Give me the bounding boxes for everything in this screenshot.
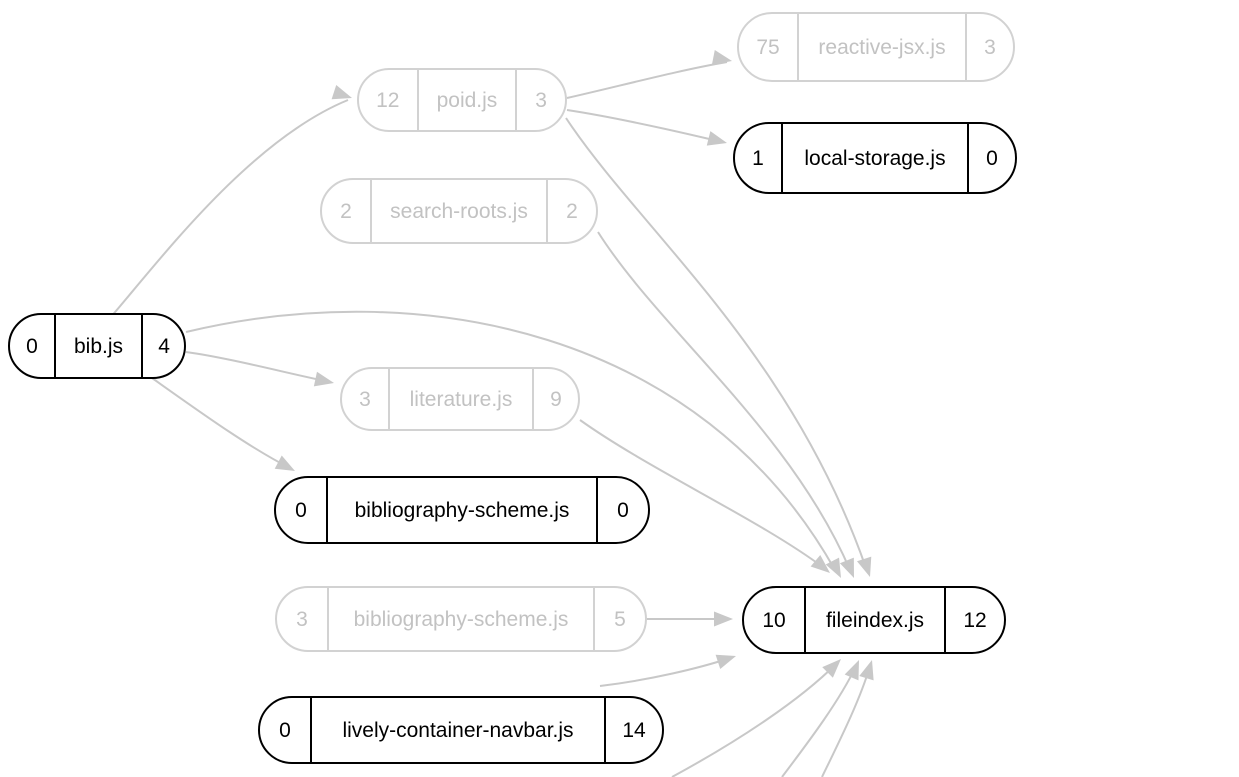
graph-edge: [647, 611, 733, 627]
graph-edge: [185, 310, 841, 578]
graph-edge: [821, 660, 874, 777]
node-outgoing-count: 9: [532, 369, 578, 429]
graph-edge: [566, 50, 732, 99]
node-incoming-count: 12: [376, 88, 400, 112]
node-incoming-count: 75: [756, 35, 780, 59]
edge-arrowhead: [844, 660, 859, 681]
graph-edge: [565, 117, 872, 577]
node-outgoing-count: 2: [546, 180, 596, 242]
node-outgoing-count: 12: [944, 588, 1004, 652]
node-incoming-count: 2: [340, 199, 352, 223]
node-incoming-count: 1: [752, 146, 764, 170]
graph-edge: [599, 654, 736, 687]
graph-edge: [566, 109, 727, 146]
edge-arrowhead: [313, 371, 334, 387]
node-incoming-count: 0: [295, 498, 307, 522]
node-module-label: literature.js: [388, 369, 532, 429]
node-module-label: fileindex.js: [804, 588, 944, 652]
node-module-label: bibliography-scheme.js: [326, 478, 596, 542]
node-module-label: search-roots.js: [370, 180, 546, 242]
edge-arrowhead: [822, 659, 841, 678]
node-module-label: bibliography-scheme.js: [327, 588, 593, 650]
node-incoming-count: 3: [296, 607, 308, 631]
node-outgoing-count: 4: [141, 315, 184, 377]
node-incoming-count: 0: [26, 334, 38, 358]
graph-edge: [781, 660, 859, 777]
node-incoming-count: 0: [279, 718, 291, 742]
node-outgoing-count: 0: [967, 124, 1015, 192]
graph-edge: [671, 659, 841, 777]
edge-arrowhead: [711, 50, 732, 65]
node-module-label: reactive-jsx.js: [797, 14, 965, 80]
graph-edge: [151, 377, 295, 471]
edge-arrowhead: [706, 131, 727, 146]
edge-arrowhead: [825, 557, 841, 578]
node-module-label: poid.js: [416, 70, 516, 130]
edge-arrowhead: [839, 557, 854, 578]
node-module-label: local-storage.js: [781, 124, 967, 192]
node-outgoing-count: 14: [604, 698, 662, 762]
graph-edge: [579, 419, 830, 573]
node-outgoing-count: 3: [965, 14, 1013, 80]
node-outgoing-count: 0: [596, 478, 648, 542]
graph-edge: [597, 231, 854, 578]
edge-arrowhead: [715, 654, 736, 670]
edge-arrowhead: [331, 84, 352, 100]
edge-arrowhead: [856, 556, 872, 577]
graph-edge: [109, 84, 352, 319]
node-module-label: bib.js: [54, 315, 141, 377]
node-incoming-count: 10: [762, 608, 786, 632]
edge-arrowhead: [274, 455, 295, 471]
node-module-label: lively-container-navbar.js: [310, 698, 604, 762]
edge-arrowhead: [714, 611, 733, 627]
graph-edge: [185, 351, 334, 387]
edge-arrowhead: [859, 660, 874, 681]
edge-arrowhead: [810, 555, 830, 573]
node-incoming-count: 3: [359, 387, 371, 411]
node-outgoing-count: 3: [515, 70, 565, 130]
node-outgoing-count: 5: [593, 588, 645, 650]
